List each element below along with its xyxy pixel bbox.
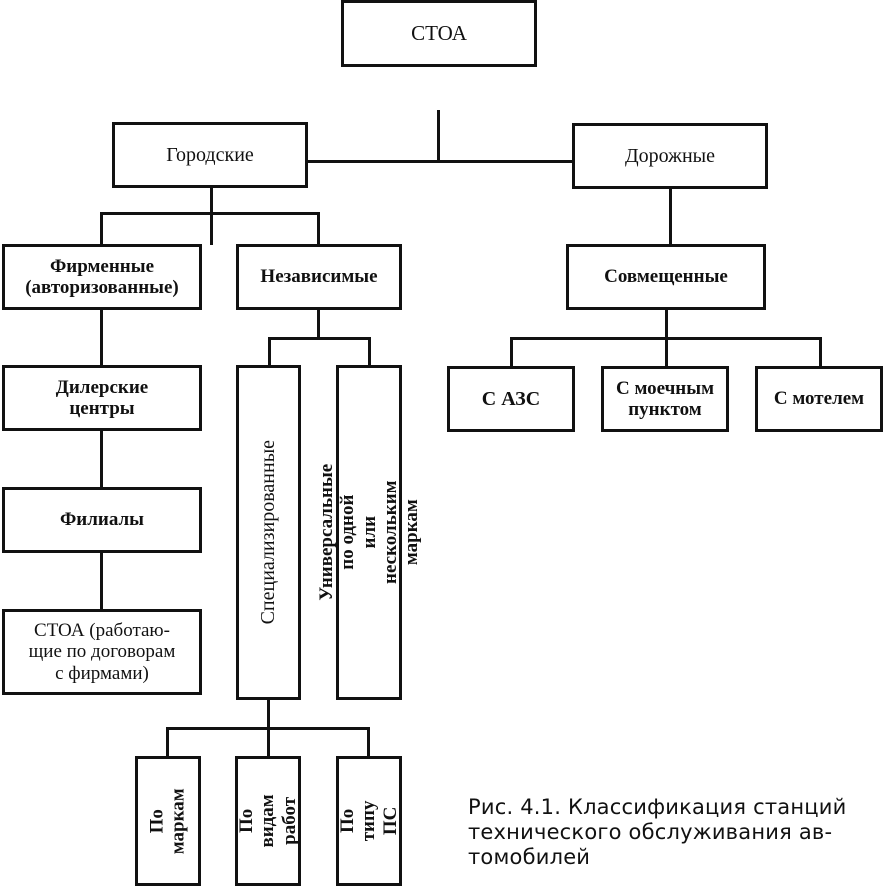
- node-label: СТОА: [411, 20, 467, 45]
- connector: [100, 550, 103, 612]
- node-label: По видам работ: [236, 794, 300, 848]
- connector: [166, 727, 169, 759]
- node-by-brand: По маркам: [135, 756, 201, 886]
- connector: [210, 185, 213, 245]
- node-label: По типу ПС: [337, 800, 401, 842]
- node-by-work-type: По видам работ: [235, 756, 301, 886]
- connector: [100, 212, 103, 247]
- node-contract-stoa: СТОА (работаю- щие по договорам с фирмам…: [2, 609, 202, 695]
- connector: [268, 337, 271, 367]
- node-label: Специализированные: [257, 440, 280, 625]
- node-with-car-wash: С моечным пунктом: [601, 366, 729, 432]
- node-dealer-centers: Дилерские центры: [2, 365, 202, 431]
- connector: [267, 727, 270, 759]
- node-road: Дорожные: [572, 123, 768, 189]
- connector: [665, 305, 668, 340]
- node-label: СТОА (работаю- щие по договорам с фирмам…: [28, 620, 176, 684]
- node-with-motel: С мотелем: [755, 366, 883, 432]
- node-branded: Фирменные (авторизованные): [2, 244, 202, 310]
- connector: [100, 212, 320, 215]
- connector: [268, 337, 371, 340]
- node-specialized: Специализированные: [236, 365, 301, 700]
- connector: [437, 110, 440, 162]
- node-label: С мотелем: [773, 388, 865, 410]
- connector: [267, 697, 270, 731]
- node-combined: Совмещенные: [566, 244, 766, 310]
- node-stoa-root: СТОА: [341, 0, 537, 67]
- node-label: Городские: [166, 143, 254, 166]
- node-label: С АЗС: [481, 387, 541, 410]
- node-by-vehicle-type: По типу ПС: [336, 756, 402, 886]
- connector: [367, 727, 370, 759]
- node-label: Совмещенные: [604, 266, 728, 288]
- node-with-gas-station: С АЗС: [447, 366, 575, 432]
- connector: [368, 337, 371, 367]
- node-universal: Универсальные по одной или нескольким ма…: [316, 365, 422, 700]
- connector: [317, 212, 320, 247]
- connector: [100, 305, 103, 367]
- node-label: Филиалы: [59, 509, 145, 531]
- connector: [317, 305, 320, 340]
- node-label: Фирменные (авторизованные): [25, 255, 179, 298]
- figure-caption: Рис. 4.1. Классификация станций техничес…: [468, 795, 847, 870]
- connector: [210, 160, 672, 163]
- node-label: Универсальные по одной или нескольким ма…: [315, 464, 422, 601]
- node-label: По маркам: [146, 788, 190, 854]
- connector: [819, 337, 822, 367]
- node-label: Дорожные: [625, 144, 715, 167]
- connector: [100, 428, 103, 490]
- node-city: Городские: [112, 122, 308, 188]
- node-independent: Независимые: [236, 244, 402, 310]
- node-label: Дилерские центры: [55, 376, 149, 419]
- connector: [510, 337, 513, 367]
- connector: [665, 337, 668, 367]
- connector: [669, 185, 672, 247]
- node-label: С моечным пунктом: [615, 377, 715, 420]
- node-branches: Филиалы: [2, 487, 202, 553]
- node-label: Независимые: [260, 266, 378, 288]
